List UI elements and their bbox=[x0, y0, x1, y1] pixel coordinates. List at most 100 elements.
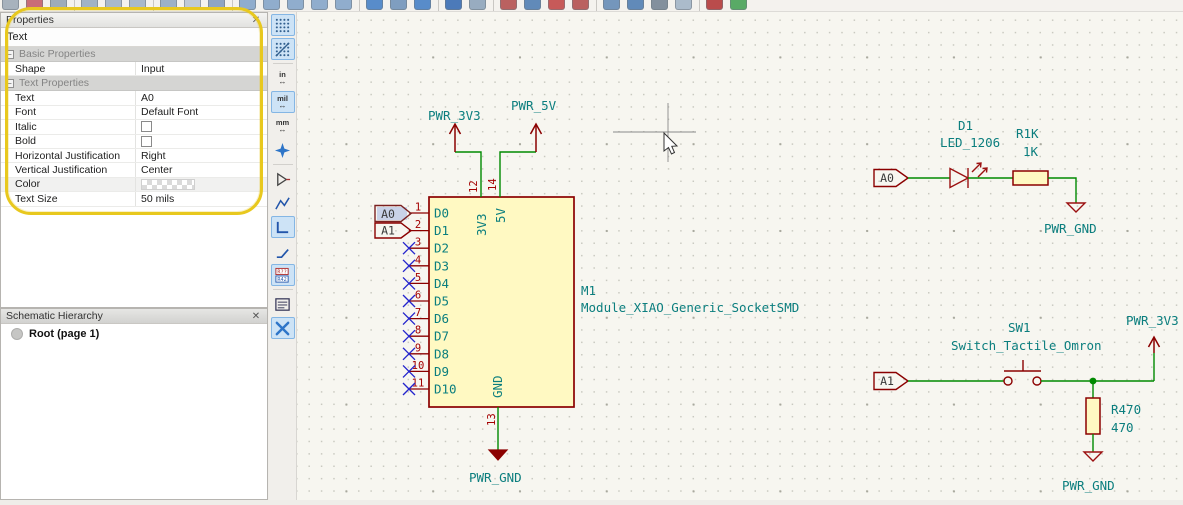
led-value[interactable]: LED_1206 bbox=[940, 135, 1000, 150]
resistor-r1k[interactable] bbox=[1012, 170, 1049, 186]
netlist-icon[interactable] bbox=[675, 0, 692, 10]
switch-value[interactable]: Switch_Tactile_Omron bbox=[951, 338, 1102, 353]
edit-symbol-fields-icon[interactable] bbox=[627, 0, 644, 10]
component-value[interactable]: Module_XIAO_Generic_SocketSMD bbox=[581, 300, 799, 315]
plot-icon[interactable] bbox=[129, 0, 146, 10]
annotate-refs-icon[interactable]: R??R42 bbox=[270, 264, 295, 286]
property-value[interactable]: Default Font bbox=[141, 106, 199, 119]
led-d1[interactable] bbox=[949, 162, 988, 189]
hv-wires-icon[interactable] bbox=[270, 216, 295, 238]
led-reference[interactable]: D1 bbox=[958, 118, 973, 133]
assign-footprints-icon[interactable] bbox=[603, 0, 620, 10]
resistor-reference[interactable]: R1K bbox=[1016, 126, 1039, 141]
checkbox[interactable] bbox=[141, 135, 152, 147]
zoom-out-icon[interactable] bbox=[287, 0, 304, 10]
annotate-schematic-icon[interactable] bbox=[548, 0, 565, 10]
led-circuit: A0 D1 LED_1206 R1K 1K PWR_GND bbox=[873, 118, 1097, 236]
print-icon[interactable] bbox=[105, 0, 122, 10]
component-reference[interactable]: M1 bbox=[581, 283, 596, 298]
wire-5v[interactable] bbox=[499, 151, 536, 197]
global-label-a1[interactable]: A1 bbox=[374, 222, 413, 239]
unit-mm-icon[interactable]: mm↔ bbox=[275, 118, 290, 134]
45deg-wires-icon[interactable] bbox=[271, 240, 295, 262]
properties-titlebar[interactable]: Properties ✕ bbox=[1, 13, 267, 28]
power-symbol-pwr5v[interactable] bbox=[529, 122, 543, 152]
free-angle-wires-icon[interactable] bbox=[271, 192, 295, 214]
power-symbol-pwr3v3[interactable] bbox=[448, 122, 462, 152]
switch-sw1[interactable] bbox=[1003, 360, 1042, 386]
zoom-fit-icon[interactable] bbox=[311, 0, 328, 10]
hierarchy-navigator-icon[interactable] bbox=[271, 293, 295, 315]
symbol-editor-icon[interactable] bbox=[524, 0, 541, 10]
hierarchy-titlebar[interactable]: Schematic Hierarchy ✕ bbox=[1, 309, 267, 324]
wire-3v3[interactable] bbox=[455, 151, 482, 197]
component-body[interactable] bbox=[428, 196, 575, 408]
resistor-r470[interactable] bbox=[1085, 397, 1101, 435]
global-label-a0-led[interactable]: A0 bbox=[873, 168, 910, 188]
close-icon[interactable]: ✕ bbox=[251, 310, 261, 322]
property-value[interactable] bbox=[136, 121, 267, 133]
close-icon[interactable]: ✕ bbox=[251, 14, 261, 26]
power-label[interactable]: PWR_GND bbox=[469, 470, 522, 485]
property-value[interactable]: Center bbox=[141, 164, 173, 177]
page-settings-icon[interactable] bbox=[81, 0, 98, 10]
unit-mils-icon[interactable]: mil↔ bbox=[270, 91, 295, 113]
power-label[interactable]: PWR_3V3 bbox=[428, 108, 481, 123]
property-value[interactable] bbox=[136, 178, 267, 190]
cursor-shape-icon[interactable] bbox=[271, 139, 295, 161]
navigate-up-icon[interactable] bbox=[390, 0, 407, 10]
erc-icon[interactable] bbox=[572, 0, 589, 10]
hierarchy-sheet-icon[interactable] bbox=[445, 0, 462, 10]
leave-sheet-icon[interactable] bbox=[469, 0, 486, 10]
bom-icon[interactable] bbox=[651, 0, 668, 10]
grid-dots-icon[interactable] bbox=[270, 14, 295, 36]
hidden-pins-icon[interactable] bbox=[271, 168, 295, 190]
undo-icon[interactable] bbox=[184, 0, 201, 10]
color-swatch[interactable] bbox=[141, 178, 195, 190]
power-label[interactable]: PWR_GND bbox=[1044, 221, 1097, 236]
switch-reference[interactable]: SW1 bbox=[1008, 320, 1031, 335]
grid-axes-icon[interactable] bbox=[270, 38, 295, 60]
section-header[interactable]: −Text Properties bbox=[1, 76, 267, 92]
power-label[interactable]: PWR_5V bbox=[511, 98, 557, 113]
property-value[interactable]: Right bbox=[141, 149, 166, 162]
zoom-in-icon[interactable] bbox=[263, 0, 280, 10]
wire[interactable] bbox=[1048, 177, 1077, 203]
global-label-a1-switch[interactable]: A1 bbox=[873, 371, 910, 391]
gnd-symbol[interactable] bbox=[487, 449, 509, 461]
property-value[interactable]: A0 bbox=[141, 92, 154, 105]
power-label[interactable]: PWR_GND bbox=[1062, 478, 1115, 493]
gnd-symbol[interactable] bbox=[1082, 451, 1104, 462]
run-pcb-icon[interactable] bbox=[730, 0, 747, 10]
redo-icon[interactable] bbox=[208, 0, 225, 10]
collapse-icon[interactable]: − bbox=[5, 49, 14, 59]
unit-inches-icon[interactable]: in↔ bbox=[278, 70, 287, 86]
save-icon[interactable] bbox=[50, 0, 67, 10]
hierarchy-root-item[interactable]: Root (page 1) bbox=[1, 324, 267, 340]
footprint-editor-icon[interactable] bbox=[500, 0, 517, 10]
find-icon[interactable] bbox=[239, 0, 256, 10]
gnd-symbol[interactable] bbox=[1065, 202, 1087, 213]
resistor-value[interactable]: 470 bbox=[1111, 420, 1134, 435]
properties-panel-toggle-icon[interactable] bbox=[270, 317, 295, 339]
power-symbol-pwr3v3[interactable] bbox=[1147, 335, 1161, 353]
property-value[interactable]: Input bbox=[141, 62, 165, 75]
paste-icon[interactable] bbox=[160, 0, 177, 10]
checkbox[interactable] bbox=[141, 121, 152, 133]
collapse-icon[interactable]: − bbox=[5, 78, 14, 88]
open-recent-icon[interactable] bbox=[26, 0, 43, 10]
resistor-value[interactable]: 1K bbox=[1023, 144, 1039, 159]
resistor-reference[interactable]: R470 bbox=[1111, 402, 1141, 417]
zoom-selection-icon[interactable] bbox=[335, 0, 352, 10]
property-value[interactable]: 50 mils bbox=[141, 192, 175, 205]
navigate-forward-icon[interactable] bbox=[414, 0, 431, 10]
pcbnew-icon[interactable] bbox=[706, 0, 723, 10]
power-label[interactable]: PWR_3V3 bbox=[1126, 313, 1179, 328]
navigate-back-icon[interactable] bbox=[366, 0, 383, 10]
new-schematic-icon[interactable] bbox=[2, 0, 19, 10]
global-label-a0-selected[interactable]: A0 bbox=[374, 204, 413, 223]
property-value[interactable] bbox=[136, 135, 267, 147]
section-header[interactable]: −Basic Properties bbox=[1, 47, 267, 62]
